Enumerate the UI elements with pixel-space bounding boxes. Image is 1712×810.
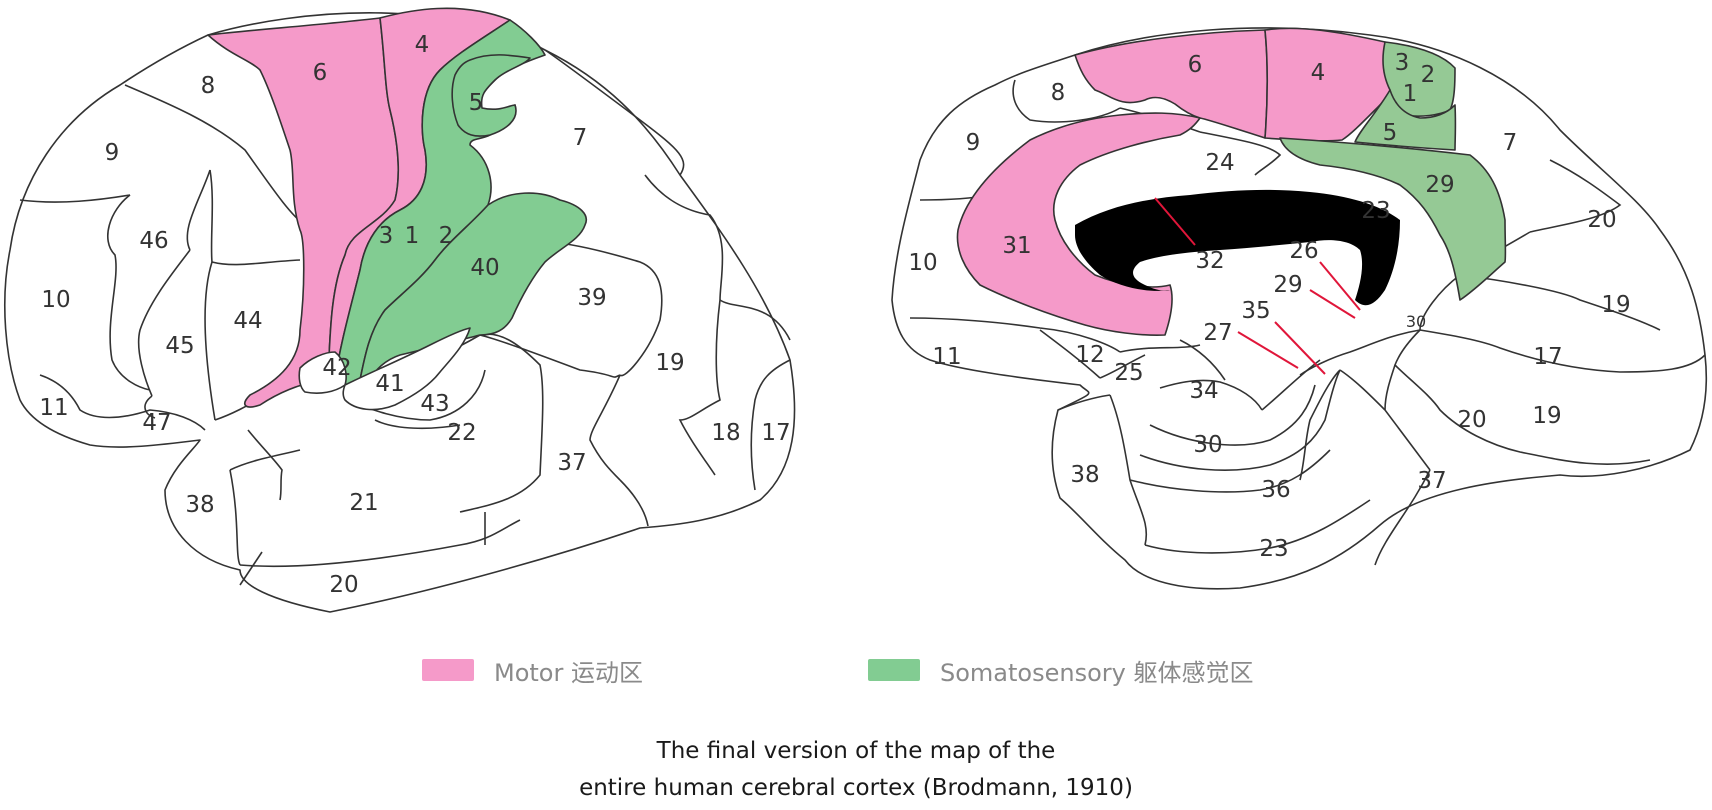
medial-label-35: 35: [1241, 298, 1270, 324]
medial-label-7: 7: [1503, 130, 1518, 156]
medial-label-26: 26: [1289, 238, 1318, 264]
pointer-26: [1319, 261, 1361, 311]
pointer-35: [1274, 321, 1326, 375]
medial-label-3: 3: [1395, 50, 1410, 76]
medial-label-20: 23: [1259, 536, 1288, 562]
lateral-label-17: 17: [761, 420, 790, 446]
medial-label-10: 10: [908, 250, 937, 276]
medial-label-36: 36: [1261, 477, 1290, 503]
medial-label-32: 31: [1002, 233, 1031, 259]
legend-motor: Motor 运动区: [422, 655, 643, 687]
lateral-label-1: 1: [405, 223, 420, 249]
lateral-label-11: 11: [39, 395, 68, 421]
medial-view: 6 4 3 2 1 5 7 8 9 24 29 23 20 31 10 32 2…: [891, 27, 1708, 590]
medial-label-12: 12: [1075, 342, 1104, 368]
legend-somatosensory-swatch: [868, 659, 920, 681]
legend-motor-label: Motor 运动区: [494, 658, 643, 687]
medial-label-18-top: 19: [1601, 292, 1630, 318]
medial-label-17: 17: [1533, 344, 1562, 370]
medial-label-5: 5: [1383, 120, 1398, 146]
medial-label-37: 37: [1417, 468, 1446, 494]
legend-somatosensory-label: Somatosensory 躯体感觉区: [940, 658, 1254, 687]
medial-brain-outline: [891, 27, 1708, 590]
medial-label-8: 8: [1051, 80, 1066, 106]
lateral-label-43: 42: [322, 355, 351, 381]
pointer-33: [1154, 197, 1196, 246]
lateral-label-22: 22: [447, 420, 476, 446]
pointer-29: [1309, 289, 1356, 319]
lateral-label-42: 43: [420, 391, 449, 417]
medial-label-9: 9: [966, 130, 981, 156]
lateral-label-5: 5: [469, 90, 484, 116]
medial-label-1: 1: [1403, 81, 1418, 107]
medial-area-5: [1354, 89, 1457, 151]
lateral-label-7: 7: [573, 125, 588, 151]
corpus-callosum: [1075, 189, 1400, 306]
lateral-label-44: 44: [233, 308, 262, 334]
medial-area-4: [1264, 27, 1393, 142]
lateral-label-39: 39: [577, 285, 606, 311]
lateral-label-8: 8: [201, 73, 216, 99]
medial-area-32: [956, 112, 1201, 336]
medial-label-28: 30: [1193, 432, 1222, 458]
lateral-label-21: 21: [349, 490, 378, 516]
lateral-label-45: 45: [165, 333, 194, 359]
lateral-label-4: 4: [415, 32, 430, 58]
medial-label-6: 6: [1188, 52, 1203, 78]
medial-label-18-bottom: 19: [1532, 403, 1561, 429]
medial-label-24: 24: [1205, 150, 1234, 176]
medial-label-27: 27: [1203, 320, 1232, 346]
medial-label-19-bottom: 20: [1457, 407, 1486, 433]
legend-somatosensory: Somatosensory 躯体感觉区: [868, 655, 1254, 687]
medial-label-30: 30: [1406, 312, 1426, 331]
lateral-label-18: 18: [711, 420, 740, 446]
medial-label-25: 25: [1114, 360, 1143, 386]
lateral-label-6: 6: [313, 60, 328, 86]
figure-caption: The final version of the map of the enti…: [0, 733, 1712, 807]
lateral-label-37: 37: [557, 450, 586, 476]
lateral-label-10: 10: [41, 287, 70, 313]
legend-motor-swatch: [422, 659, 474, 681]
lateral-view: 4 6 5 7 8 9 3 1 2 46 40 10 39 44 45 19 4…: [4, 7, 796, 613]
lateral-area-5: [451, 54, 531, 137]
medial-label-4: 4: [1311, 60, 1326, 86]
lateral-label-38: 38: [185, 492, 214, 518]
caption-line-1: The final version of the map of the: [656, 738, 1056, 764]
medial-label-34: 34: [1189, 378, 1218, 404]
medial-label-38: 38: [1070, 462, 1099, 488]
medial-label-31: 29: [1425, 172, 1454, 198]
lateral-labels: 4 6 5 7 8 9 3 1 2 46 40 10 39 44 45 19 4…: [39, 32, 790, 598]
lateral-label-47: 47: [142, 410, 171, 436]
medial-label-2: 2: [1421, 62, 1436, 88]
medial-labels: 6 4 3 2 1 5 7 8 9 24 29 23 20 31 10 32 2…: [908, 50, 1630, 562]
lateral-label-40: 40: [470, 255, 499, 281]
lateral-area-41: [342, 327, 471, 411]
medial-label-23: 23: [1361, 198, 1390, 224]
lateral-label-46: 46: [139, 228, 168, 254]
medial-label-11: 11: [932, 344, 961, 370]
medial-pointer-lines: [1154, 197, 1361, 375]
medial-area-3-1-2: [1382, 41, 1456, 117]
lateral-label-2: 2: [439, 223, 454, 249]
pointer-27: [1237, 331, 1299, 369]
lateral-label-9: 9: [105, 140, 120, 166]
lateral-label-3: 3: [379, 223, 394, 249]
caption-line-2: entire human cerebral cortex (Brodmann, …: [579, 775, 1133, 801]
medial-label-29: 29: [1273, 272, 1302, 298]
lateral-label-41: 41: [375, 371, 404, 397]
lateral-label-19: 19: [655, 350, 684, 376]
lateral-label-20: 20: [329, 572, 358, 598]
medial-label-33: 32: [1195, 248, 1224, 274]
medial-label-19-top: 20: [1587, 207, 1616, 233]
medial-area-31: [1279, 137, 1507, 301]
